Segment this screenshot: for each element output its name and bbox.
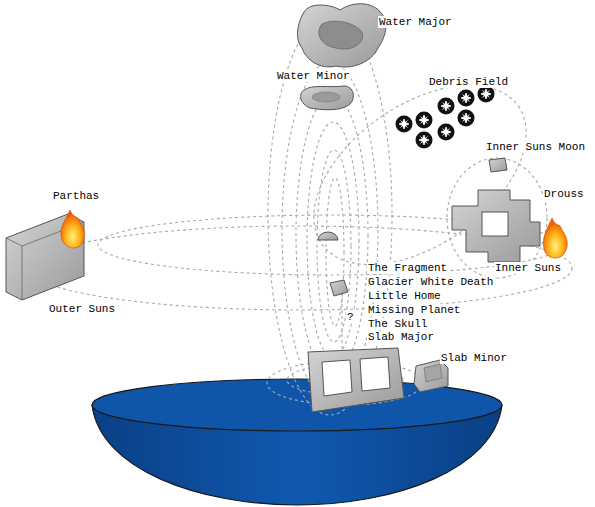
- slab-major: [308, 348, 404, 412]
- body-label: The Skull: [367, 318, 428, 330]
- debris-rock: [416, 112, 433, 129]
- debris-rock: [458, 90, 475, 107]
- body-label: Parthas: [52, 190, 100, 202]
- body-label: The Fragment: [367, 262, 448, 274]
- body-label: Drouss: [543, 188, 585, 200]
- debris-rock: [396, 116, 413, 133]
- orbit-paths: [28, 15, 572, 415]
- body-label: Debris Field: [428, 76, 509, 88]
- debris-rock: [438, 98, 455, 115]
- body-label: Slab Major: [367, 331, 435, 343]
- debris-field: [396, 86, 495, 149]
- debris-rock: [416, 132, 433, 149]
- world-bowl: [92, 379, 502, 505]
- body-label: ?: [346, 311, 355, 323]
- body-label: Outer Suns: [48, 303, 116, 315]
- inner-suns-slab: [452, 190, 540, 262]
- debris-rock: [438, 124, 455, 141]
- debris-rock: [458, 110, 475, 127]
- body-label: Slab Minor: [440, 352, 508, 364]
- slab-minor: [414, 360, 448, 392]
- body-label: Water Minor: [276, 70, 351, 82]
- drouss-sun-fire: [543, 218, 567, 258]
- water-major-island: [298, 4, 386, 67]
- body-label: Glacier White Death: [367, 276, 494, 288]
- body-label: Inner Suns Moon: [485, 141, 586, 153]
- water-minor-island: [301, 86, 354, 110]
- body-label: Missing Planet: [367, 304, 461, 316]
- debris-rock: [478, 86, 495, 103]
- body-label: Inner Suns: [494, 262, 562, 274]
- small-bodies: [318, 232, 348, 296]
- parthas-sun-fire: [61, 210, 85, 248]
- body-label: Water Major: [378, 16, 453, 28]
- body-label: Little Home: [367, 290, 442, 302]
- inner-suns-moon: [489, 158, 507, 172]
